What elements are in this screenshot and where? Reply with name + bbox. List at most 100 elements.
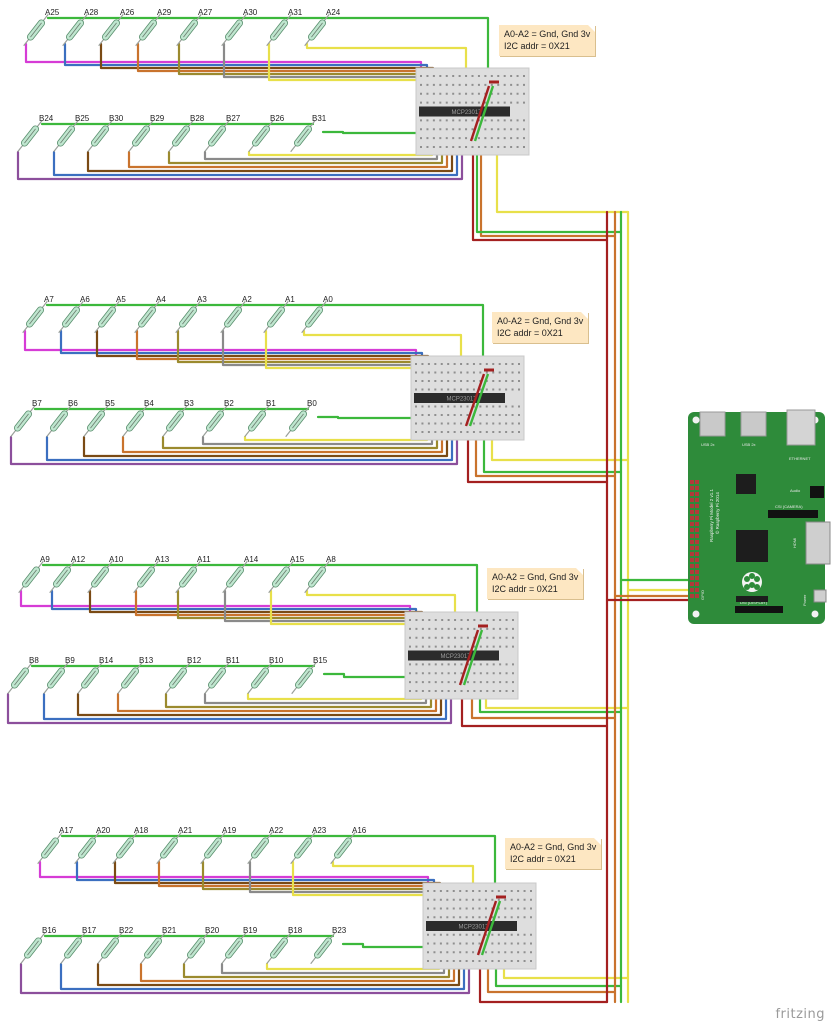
breadboard-hole <box>465 951 468 954</box>
breadboard-hole <box>427 371 430 374</box>
gpio-pin <box>695 534 699 538</box>
breadboard-hole <box>486 645 489 648</box>
breadboard-hole <box>485 405 488 408</box>
switch-label: A11 <box>197 555 211 564</box>
reed-switch <box>221 931 247 965</box>
switch-contacts <box>30 22 42 38</box>
breadboard-hole <box>427 431 430 433</box>
breadboard-hole <box>492 645 495 648</box>
breadboard-hole <box>420 137 422 140</box>
breadboard-hole <box>466 690 469 692</box>
board-1-address-note: A0-A2 = Gnd, Gnd 3v I2C addr = 0X21 <box>499 25 595 56</box>
reed-switch <box>77 661 103 695</box>
breadboard-hole <box>523 128 525 131</box>
switch-label: A21 <box>178 826 193 835</box>
breadboard-hole <box>472 431 475 433</box>
switch-contacts <box>211 128 223 144</box>
breadboard-hole <box>505 431 508 433</box>
gpio-a-wire <box>135 329 436 386</box>
breadboard-hole <box>530 898 532 901</box>
switch-contacts <box>135 128 147 144</box>
breadboard-hole <box>439 146 442 148</box>
breadboard-hole <box>491 916 494 919</box>
breadboard-hole <box>446 907 449 910</box>
switch-label: B17 <box>82 926 97 935</box>
switch-contacts <box>229 569 241 585</box>
breadboard-hole <box>518 414 520 416</box>
gpio-pin <box>695 552 699 556</box>
switch-label: A30 <box>243 8 258 17</box>
breadboard-hole <box>460 645 463 648</box>
breadboard-hole <box>512 619 514 621</box>
breadboard-hole <box>479 619 482 621</box>
pi-board <box>688 412 825 624</box>
switch-contacts <box>255 128 267 144</box>
breadboard-hole <box>505 363 508 365</box>
breadboard-hole <box>409 672 411 675</box>
display-connector <box>735 606 783 613</box>
breadboard-hole <box>466 681 469 684</box>
gpio-pin <box>695 504 699 508</box>
breadboard-hole <box>512 690 514 692</box>
breadboard-hole <box>503 119 506 122</box>
breadboard-hole <box>492 690 495 692</box>
breadboard-hole <box>477 75 480 77</box>
breadboard-hole <box>447 663 450 666</box>
reed-switch <box>62 13 88 47</box>
breadboard-hole <box>530 890 532 892</box>
breadboard-hole <box>452 75 455 77</box>
breadboard-hole <box>434 363 437 365</box>
breadboard-hole <box>465 890 468 892</box>
switch-contacts <box>311 22 323 38</box>
breadboard-hole <box>421 690 424 692</box>
breadboard-hole <box>427 898 429 901</box>
breadboard-hole <box>421 414 424 416</box>
reed-switch <box>168 119 194 153</box>
reed-switch <box>301 300 327 334</box>
switch-contacts <box>273 940 285 956</box>
gpio-pin <box>690 492 694 496</box>
switch-label: A9 <box>40 555 50 564</box>
reed-switch <box>175 560 201 594</box>
hdmi-label: HDMI <box>792 538 797 548</box>
gpio-pin <box>690 522 694 526</box>
breadboard-hole <box>428 619 431 621</box>
breadboard-hole <box>472 951 475 954</box>
breadboard-hole <box>415 645 418 648</box>
breadboard-hole <box>452 942 455 945</box>
breadboard-hole <box>511 380 514 382</box>
switch-contacts <box>101 309 113 325</box>
breadboard-hole <box>458 137 461 140</box>
switch-label: A24 <box>326 8 341 17</box>
breadboard-hole <box>523 907 526 910</box>
switch-contacts <box>308 309 320 325</box>
breadboard-hole <box>491 898 494 901</box>
breadboard-hole <box>471 101 474 104</box>
reed-switch <box>134 300 160 334</box>
breadboard-hole <box>432 75 435 77</box>
breadboard-hole <box>434 690 437 692</box>
switch-contacts <box>69 22 81 38</box>
reed-switch <box>204 661 230 695</box>
breadboard-hole <box>426 101 429 104</box>
breadboard-hole <box>415 422 417 425</box>
breadboard-hole <box>486 619 489 621</box>
breadboard-hole <box>454 619 457 621</box>
switch-contacts <box>67 940 79 956</box>
switch-label: A7 <box>44 295 54 304</box>
breadboard-hole <box>517 942 520 945</box>
breadboard-hole <box>440 388 443 391</box>
switch-contacts <box>119 840 131 856</box>
reed-switch <box>23 13 49 47</box>
breadboard-hole <box>499 681 502 684</box>
switch-contacts <box>254 670 266 686</box>
switch-label: B9 <box>65 656 75 665</box>
breadboard-hole <box>516 137 519 140</box>
breadboard-hole <box>409 645 411 648</box>
breadboard-hole <box>426 128 429 131</box>
switch-label: B7 <box>32 399 42 408</box>
switch-contacts <box>175 128 187 144</box>
breadboard-hole <box>485 431 488 433</box>
breadboard-hole <box>484 128 487 131</box>
gpio-pin <box>690 498 694 502</box>
